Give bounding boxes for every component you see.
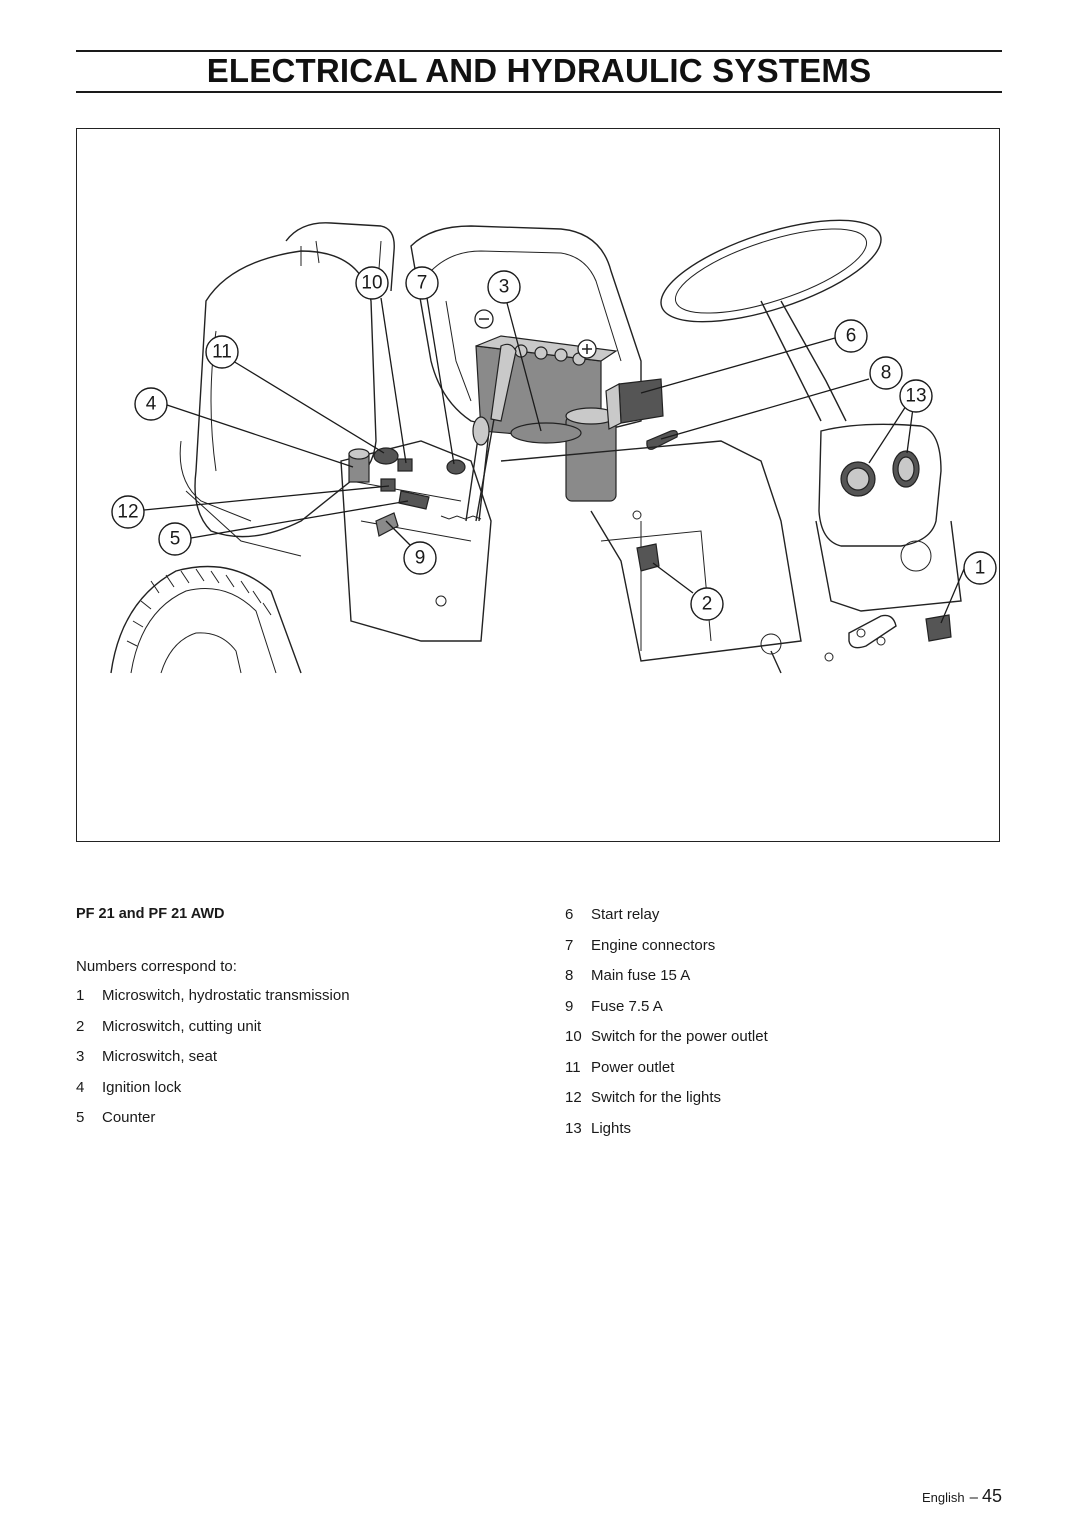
main-fuse (646, 430, 678, 450)
svg-text:2: 2 (702, 594, 713, 615)
leader-lines (143, 297, 965, 624)
chassis (500, 440, 886, 674)
mower-electrical-diagram: 10 7 3 6 8 13 11 4 12 5 9 1 2 (110, 219, 997, 674)
svg-text:10: 10 (361, 273, 382, 294)
dashboard-switches (348, 447, 466, 537)
svg-text:4: 4 (146, 394, 157, 415)
hydraulic-cylinder (510, 407, 617, 502)
callout-7: 7 (405, 266, 439, 300)
svg-text:6: 6 (846, 326, 857, 347)
page-footer: English–45 (922, 1486, 1002, 1507)
svg-text:3: 3 (499, 277, 510, 298)
page-title: ELECTRICAL AND HYDRAULIC SYSTEMS (206, 52, 872, 89)
callout-13: 13 (899, 379, 933, 413)
footer-language: English (921, 1490, 965, 1505)
callout-5: 5 (158, 522, 192, 556)
callout-9: 9 (403, 541, 437, 575)
callout-8: 8 (869, 356, 903, 390)
callout-11: 11 (205, 335, 239, 369)
figure-caption: PF 21 and PF 21 AWD (76, 906, 225, 922)
callout-4: 4 (134, 387, 168, 421)
callout-2: 2 (690, 587, 724, 621)
svg-text:9: 9 (415, 548, 426, 569)
front-light-panel (815, 423, 962, 612)
figure-frame: 10 7 3 6 8 13 11 4 12 5 9 1 2 (76, 128, 1000, 842)
svg-text:13: 13 (905, 386, 926, 407)
svg-text:5: 5 (170, 529, 181, 550)
callout-1: 1 (963, 551, 997, 585)
microswitch-cutting-unit (636, 543, 660, 572)
rear-wheel (110, 565, 302, 674)
callout-10: 10 (355, 266, 389, 300)
svg-text:8: 8 (881, 363, 892, 384)
callout-3: 3 (487, 270, 521, 304)
svg-text:12: 12 (117, 502, 138, 523)
svg-text:1: 1 (975, 558, 986, 579)
minus-terminal-icon (474, 309, 494, 329)
callout-6: 6 (834, 319, 868, 353)
plus-terminal-icon (577, 339, 597, 359)
steering-wheel (660, 219, 882, 422)
left-body-panel (179, 222, 395, 557)
callout-12: 12 (111, 495, 145, 529)
page-number: 45 (981, 1486, 1002, 1506)
header-top-rule (76, 50, 1002, 52)
svg-text:11: 11 (212, 342, 232, 363)
footer-dash: – (969, 1489, 978, 1506)
header-bottom-rule (76, 91, 1002, 93)
gear-lever (465, 343, 517, 522)
legend-intro: Numbers correspond to: (76, 958, 237, 975)
microswitch-hydrostatic (848, 614, 952, 649)
svg-text:7: 7 (417, 273, 428, 294)
seat (410, 225, 642, 442)
start-relay-box (605, 378, 664, 430)
